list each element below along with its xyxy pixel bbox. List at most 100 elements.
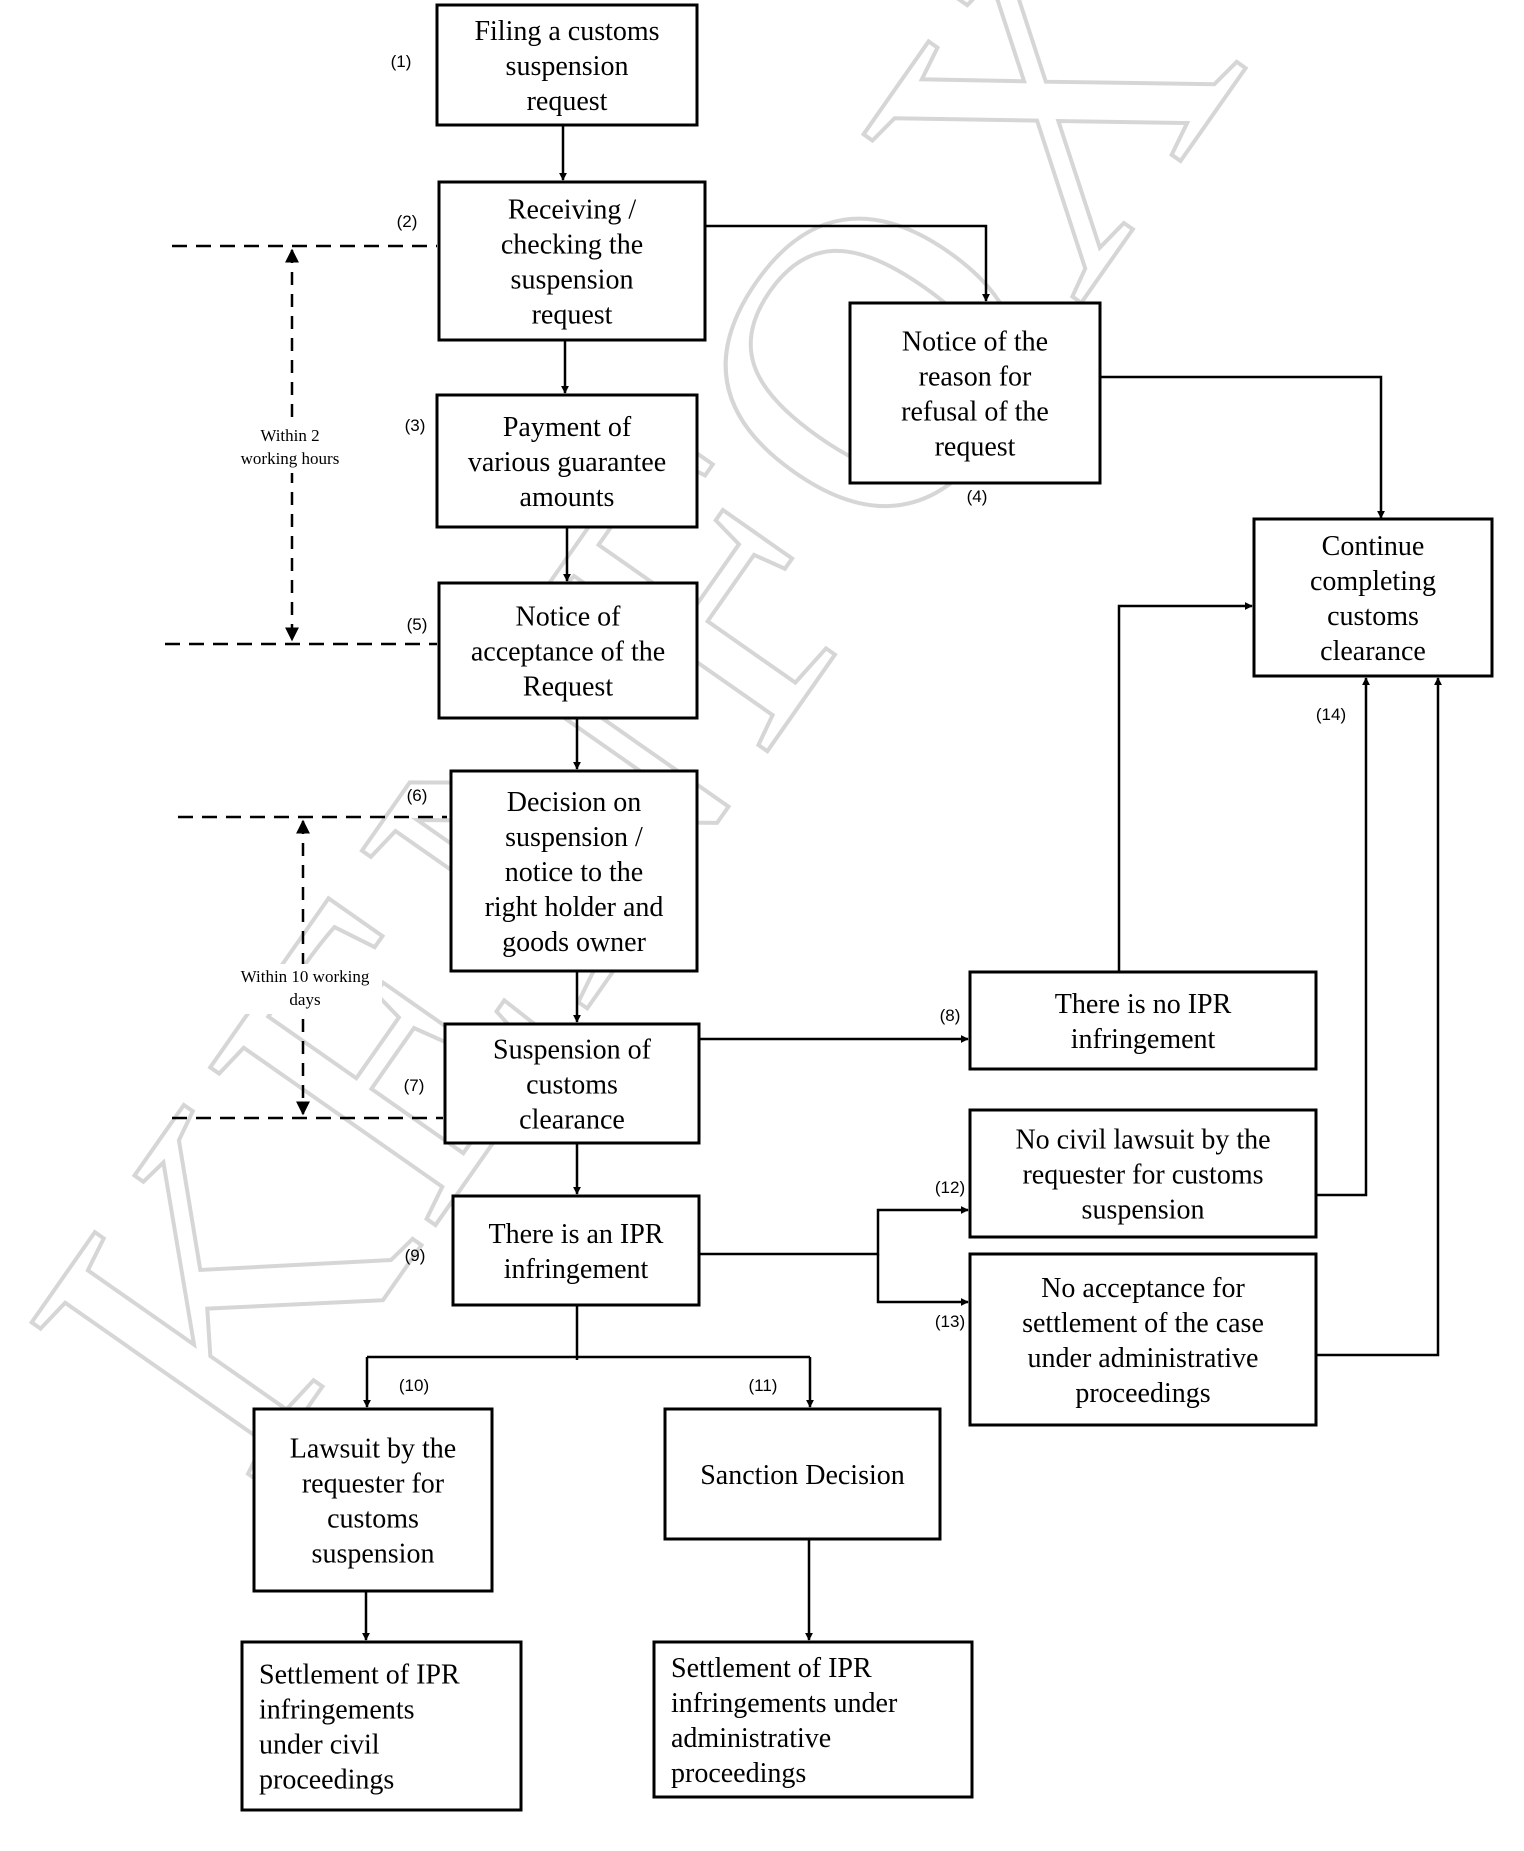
step-number: (9) bbox=[405, 1246, 426, 1265]
step-number: (7) bbox=[404, 1076, 425, 1095]
step-number: (3) bbox=[405, 416, 426, 435]
flow-node-text-line: Continue bbox=[1322, 531, 1425, 562]
flow-node-n2: Receiving / checking the suspension request… bbox=[397, 180, 707, 342]
flow-node-text-line: customs bbox=[327, 1504, 419, 1535]
arrow-9-to-12 bbox=[699, 1206, 969, 1256]
flow-node-text-line: requester for bbox=[302, 1469, 445, 1500]
flow-node-box bbox=[1252, 517, 1494, 678]
flow-node-n8: There is no IPR infringement (8) bbox=[940, 970, 1318, 1071]
flow-node-text-line: customs bbox=[526, 1070, 618, 1101]
flow-node-text-line: checking the bbox=[501, 230, 643, 261]
flow-node-box bbox=[652, 1640, 974, 1799]
flow-node-text-line: customs bbox=[1327, 601, 1419, 632]
time-span-text-line: working hours bbox=[241, 449, 340, 468]
step-number: (14) bbox=[1316, 705, 1346, 724]
flow-node-box bbox=[435, 3, 699, 127]
flow-node-text-line: Notice of the bbox=[902, 327, 1048, 358]
time-span-label-bg bbox=[228, 423, 352, 473]
flow-node-box bbox=[437, 581, 699, 720]
flow-node-text-line: Decision on bbox=[507, 787, 642, 818]
connectors bbox=[362, 125, 1442, 1641]
flow-node-text-line: Payment of bbox=[503, 412, 632, 443]
flow-node-text-line: suspension bbox=[511, 265, 634, 296]
flow-node-n11: Sanction Decision(11) bbox=[663, 1376, 942, 1541]
flow-node-text-line: under civil bbox=[259, 1730, 380, 1761]
flow-node-text-line: Settlement of IPR bbox=[671, 1653, 872, 1684]
step-number: (2) bbox=[397, 212, 418, 231]
flow-node-text-line: Suspension of bbox=[493, 1035, 652, 1066]
flow-node-text-line: request bbox=[935, 432, 1016, 463]
flow-node-text-line: refusal of the bbox=[901, 397, 1049, 428]
flowchart-nodes: Filing a customssuspensionrequest(1)Rece… bbox=[240, 3, 1494, 1812]
arrow-8-to-14 bbox=[1117, 602, 1253, 971]
timing-guides bbox=[165, 244, 447, 1120]
flow-node-text-line: No acceptance for bbox=[1041, 1273, 1245, 1304]
flow-node-text-line: amounts bbox=[520, 482, 615, 513]
step-number: (4) bbox=[967, 487, 988, 506]
flow-node-text-line: suspension bbox=[312, 1539, 435, 1570]
step-number: (5) bbox=[407, 615, 428, 634]
step-number: (11) bbox=[749, 1376, 778, 1395]
flow-node-box bbox=[968, 1252, 1318, 1427]
flow-node-text-line: clearance bbox=[519, 1105, 625, 1136]
flow-node-box bbox=[663, 1407, 942, 1541]
flow-node-box bbox=[449, 769, 699, 973]
flow-node-text-line: Request bbox=[523, 672, 613, 703]
flow-node-text-line: settlement of the case bbox=[1022, 1308, 1264, 1339]
flow-node-text-line: infringement bbox=[1071, 1024, 1216, 1055]
time-span-text-line: Within 10 working bbox=[241, 967, 370, 986]
flow-node-text-line: infringements bbox=[259, 1695, 415, 1726]
step-number: (1) bbox=[391, 52, 412, 71]
flow-node-text-line: request bbox=[532, 300, 613, 331]
step-number: (12) bbox=[935, 1178, 965, 1197]
flow-node-text-line: requester for customs bbox=[1022, 1160, 1263, 1191]
arrow-2-to-4 bbox=[705, 224, 990, 302]
flow-node-n3: Payment of various guarantee amounts (3) bbox=[405, 393, 699, 529]
flow-node-text-line: Notice of bbox=[516, 602, 622, 633]
flow-node-text-line: notice to the bbox=[505, 857, 643, 888]
step-number: (6) bbox=[407, 786, 428, 805]
flow-node-n7: Suspension of customs clearance (7) bbox=[404, 1022, 701, 1145]
flow-node-text-line: proceedings bbox=[259, 1765, 394, 1796]
step-number: (13) bbox=[935, 1312, 965, 1331]
step-number: (8) bbox=[940, 1006, 961, 1025]
flow-node-text-line: proceedings bbox=[671, 1758, 806, 1789]
flow-node-box bbox=[252, 1407, 494, 1593]
flow-node-box bbox=[240, 1640, 523, 1812]
flow-node-text-line: suspension / bbox=[505, 822, 643, 853]
flow-node-box bbox=[848, 301, 1102, 485]
flow-node-text-line: proceedings bbox=[1075, 1378, 1210, 1409]
flow-node-n4: Notice of the reason for refusal of the req… bbox=[848, 301, 1102, 506]
arrow-9-to-13 bbox=[876, 1254, 969, 1306]
flow-node-box bbox=[968, 1108, 1318, 1239]
flow-node-text-line: Lawsuit by the bbox=[290, 1434, 456, 1465]
flow-node-text-line: acceptance of the bbox=[471, 637, 665, 668]
flow-node-text-line: suspension bbox=[506, 51, 629, 82]
flow-node-text-line: infringement bbox=[504, 1254, 649, 1285]
time-span-label-bg bbox=[228, 964, 382, 1014]
flow-node-text-line: under administrative bbox=[1028, 1343, 1259, 1374]
flow-node-text-line: reason for bbox=[919, 362, 1032, 393]
arrow-4-to-14 bbox=[1100, 375, 1385, 519]
flow-node-box bbox=[443, 1022, 701, 1145]
flow-node-text-line: various guarantee bbox=[468, 447, 666, 478]
flow-node-box bbox=[968, 970, 1318, 1071]
flow-node-text-line: administrative bbox=[671, 1723, 831, 1754]
flow-node-text-line: request bbox=[527, 86, 608, 117]
flow-node-text-line: Receiving / bbox=[508, 195, 637, 226]
flow-node-box bbox=[451, 1194, 701, 1307]
arrow-12-to-14 bbox=[1316, 677, 1370, 1197]
flow-node-text-line: goods owner bbox=[502, 927, 647, 958]
flow-node-text-line: There is no IPR bbox=[1055, 989, 1232, 1020]
flow-node-text-line: suspension bbox=[1082, 1195, 1205, 1226]
